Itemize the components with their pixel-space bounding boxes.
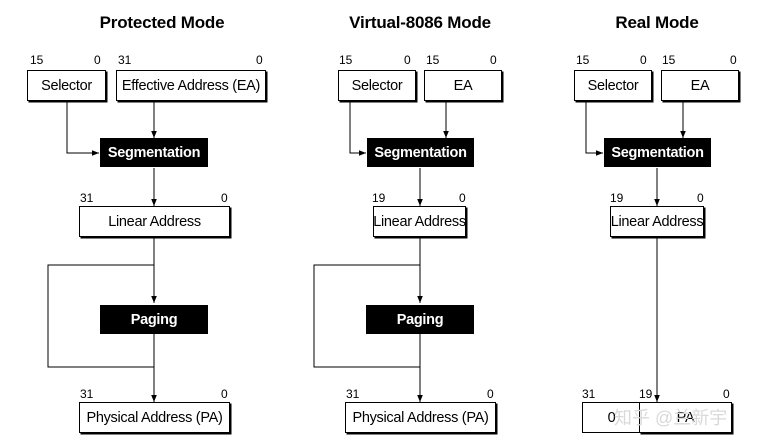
real-physical-pa-label: PA [676,409,695,426]
real-physical-zero-segment: 0 [582,402,640,433]
real-mode-title: Real Mode [615,13,699,32]
real-segmentation-label: Segmentation [611,144,704,161]
protected-paging-block: Paging [100,305,208,334]
protected-selector-low-bit: 0 [94,53,101,67]
v86-linear-high-bit: 19 [372,191,386,205]
v86-selector-low-bit: 0 [404,53,411,67]
real-ea-low-bit: 0 [730,53,737,67]
protected-linear-label: Linear Address [108,213,201,230]
real-selector-label: Selector [587,77,639,94]
real-physical-high-bit: 31 [582,387,596,401]
v86-segmentation-block: Segmentation [367,138,474,167]
real-selector-box: Selector [574,70,652,101]
real-linear-high-bit: 19 [610,191,624,205]
real-ea-high-bit: 15 [662,53,676,67]
protected-ea-box: Effective Address (EA) [116,70,266,101]
real-physical-low-bit: 0 [723,387,730,401]
protected-selector-box: Selector [27,70,106,101]
v86-mode-title: Virtual-8086 Mode [349,13,491,32]
v86-ea-box: EA [424,70,502,101]
v86-paging-block: Paging [366,305,474,334]
v86-selector-label: Selector [351,77,403,94]
real-selector-high-bit: 15 [576,53,590,67]
real-linear-low-bit: 0 [697,191,704,205]
v86-physical-high-bit: 31 [346,387,360,401]
protected-physical-address-box: Physical Address (PA) [79,402,230,433]
v86-physical-address-box: Physical Address (PA) [345,402,496,433]
protected-segmentation-block: Segmentation [100,138,208,167]
real-linear-label: Linear Address [610,213,704,230]
protected-linear-address-box: Linear Address [79,206,230,237]
protected-linear-high-bit: 31 [80,191,94,205]
v86-paging-label: Paging [396,311,444,328]
real-segmentation-block: Segmentation [604,138,711,167]
protected-mode-title: Protected Mode [99,13,225,32]
real-physical-address-box: PA [639,402,732,433]
protected-ea-label: Effective Address (EA) [121,77,261,94]
v86-ea-label: EA [453,77,473,94]
watermark-text: 知乎 @兰新宇 [614,408,728,428]
v86-segmentation-label: Segmentation [374,144,467,161]
v86-linear-low-bit: 0 [459,191,466,205]
protected-ea-low-bit: 0 [256,53,263,67]
v86-selector-high-bit: 15 [339,53,353,67]
protected-linear-low-bit: 0 [221,191,228,205]
protected-segmentation-label: Segmentation [107,144,201,161]
real-linear-address-box: Linear Address [610,206,704,237]
real-selector-low-bit: 0 [640,53,647,67]
v86-physical-low-bit: 0 [487,387,494,401]
real-ea-box: EA [661,70,739,101]
real-ea-label: EA [690,77,710,94]
protected-ea-high-bit: 31 [118,53,132,67]
protected-paging-label: Paging [130,311,178,328]
protected-physical-label: Physical Address (PA) [86,409,223,426]
protected-selector-label: Selector [41,77,92,94]
real-physical-zero-label: 0 [607,409,616,426]
v86-ea-high-bit: 15 [426,53,440,67]
real-physical-mid-bit: 19 [639,387,653,401]
v86-linear-address-box: Linear Address [373,206,466,237]
v86-ea-low-bit: 0 [490,53,497,67]
protected-physical-low-bit: 0 [221,387,228,401]
v86-linear-label: Linear Address [373,213,466,230]
v86-selector-box: Selector [338,70,416,101]
protected-physical-high-bit: 31 [80,387,94,401]
protected-selector-high-bit: 15 [30,53,44,67]
v86-physical-label: Physical Address (PA) [352,409,489,426]
